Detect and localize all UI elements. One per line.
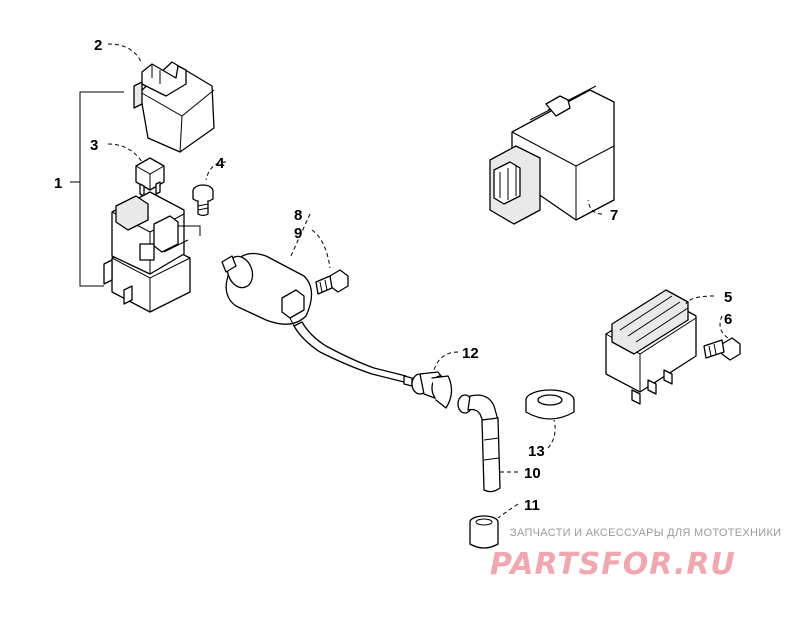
cdi-unit-part — [489, 85, 615, 225]
regulator-screw-part — [703, 337, 741, 361]
coil-screw-part — [315, 269, 349, 295]
callout-1: 1 — [54, 175, 62, 192]
callout-9: 9 — [294, 225, 302, 242]
relay-cover-part — [133, 61, 215, 153]
callout-11: 11 — [524, 497, 540, 514]
callout-8: 8 — [294, 207, 302, 224]
callout-4: 4 — [216, 155, 225, 172]
callout-labels: 1 2 3 4 5 6 7 8 9 10 11 12 13 — [54, 37, 732, 514]
watermark-tagline: ЗАПЧАСТИ И АКСЕССУАРЫ ДЛЯ МОТОТЕХНИКИ — [510, 527, 781, 539]
fuse-part — [135, 157, 165, 197]
callout-10: 10 — [524, 465, 541, 482]
group-bracket — [70, 91, 124, 287]
callout-12: 12 — [462, 345, 479, 362]
grommet-part — [525, 389, 575, 420]
starter-relay-part — [103, 191, 201, 313]
callout-2: 2 — [94, 37, 102, 54]
screw-part-4 — [192, 184, 214, 217]
callout-3: 3 — [90, 137, 98, 154]
spark-plug-cap-part — [457, 394, 501, 493]
watermark-logo: PARTSFOR.RU — [490, 547, 736, 582]
regulator-part — [605, 289, 697, 405]
callout-7: 7 — [610, 207, 618, 224]
callout-6: 6 — [724, 311, 732, 328]
callout-5: 5 — [724, 289, 732, 306]
cap-cover-part — [469, 515, 499, 549]
watermark: ЗАПЧАСТИ И АКСЕССУАРЫ ДЛЯ МОТОТЕХНИКИ PA… — [490, 527, 781, 582]
leader-lines — [107, 43, 729, 519]
callout-13: 13 — [528, 443, 545, 460]
boot-seal-part — [411, 371, 453, 409]
ignition-coil-part — [221, 252, 413, 387]
